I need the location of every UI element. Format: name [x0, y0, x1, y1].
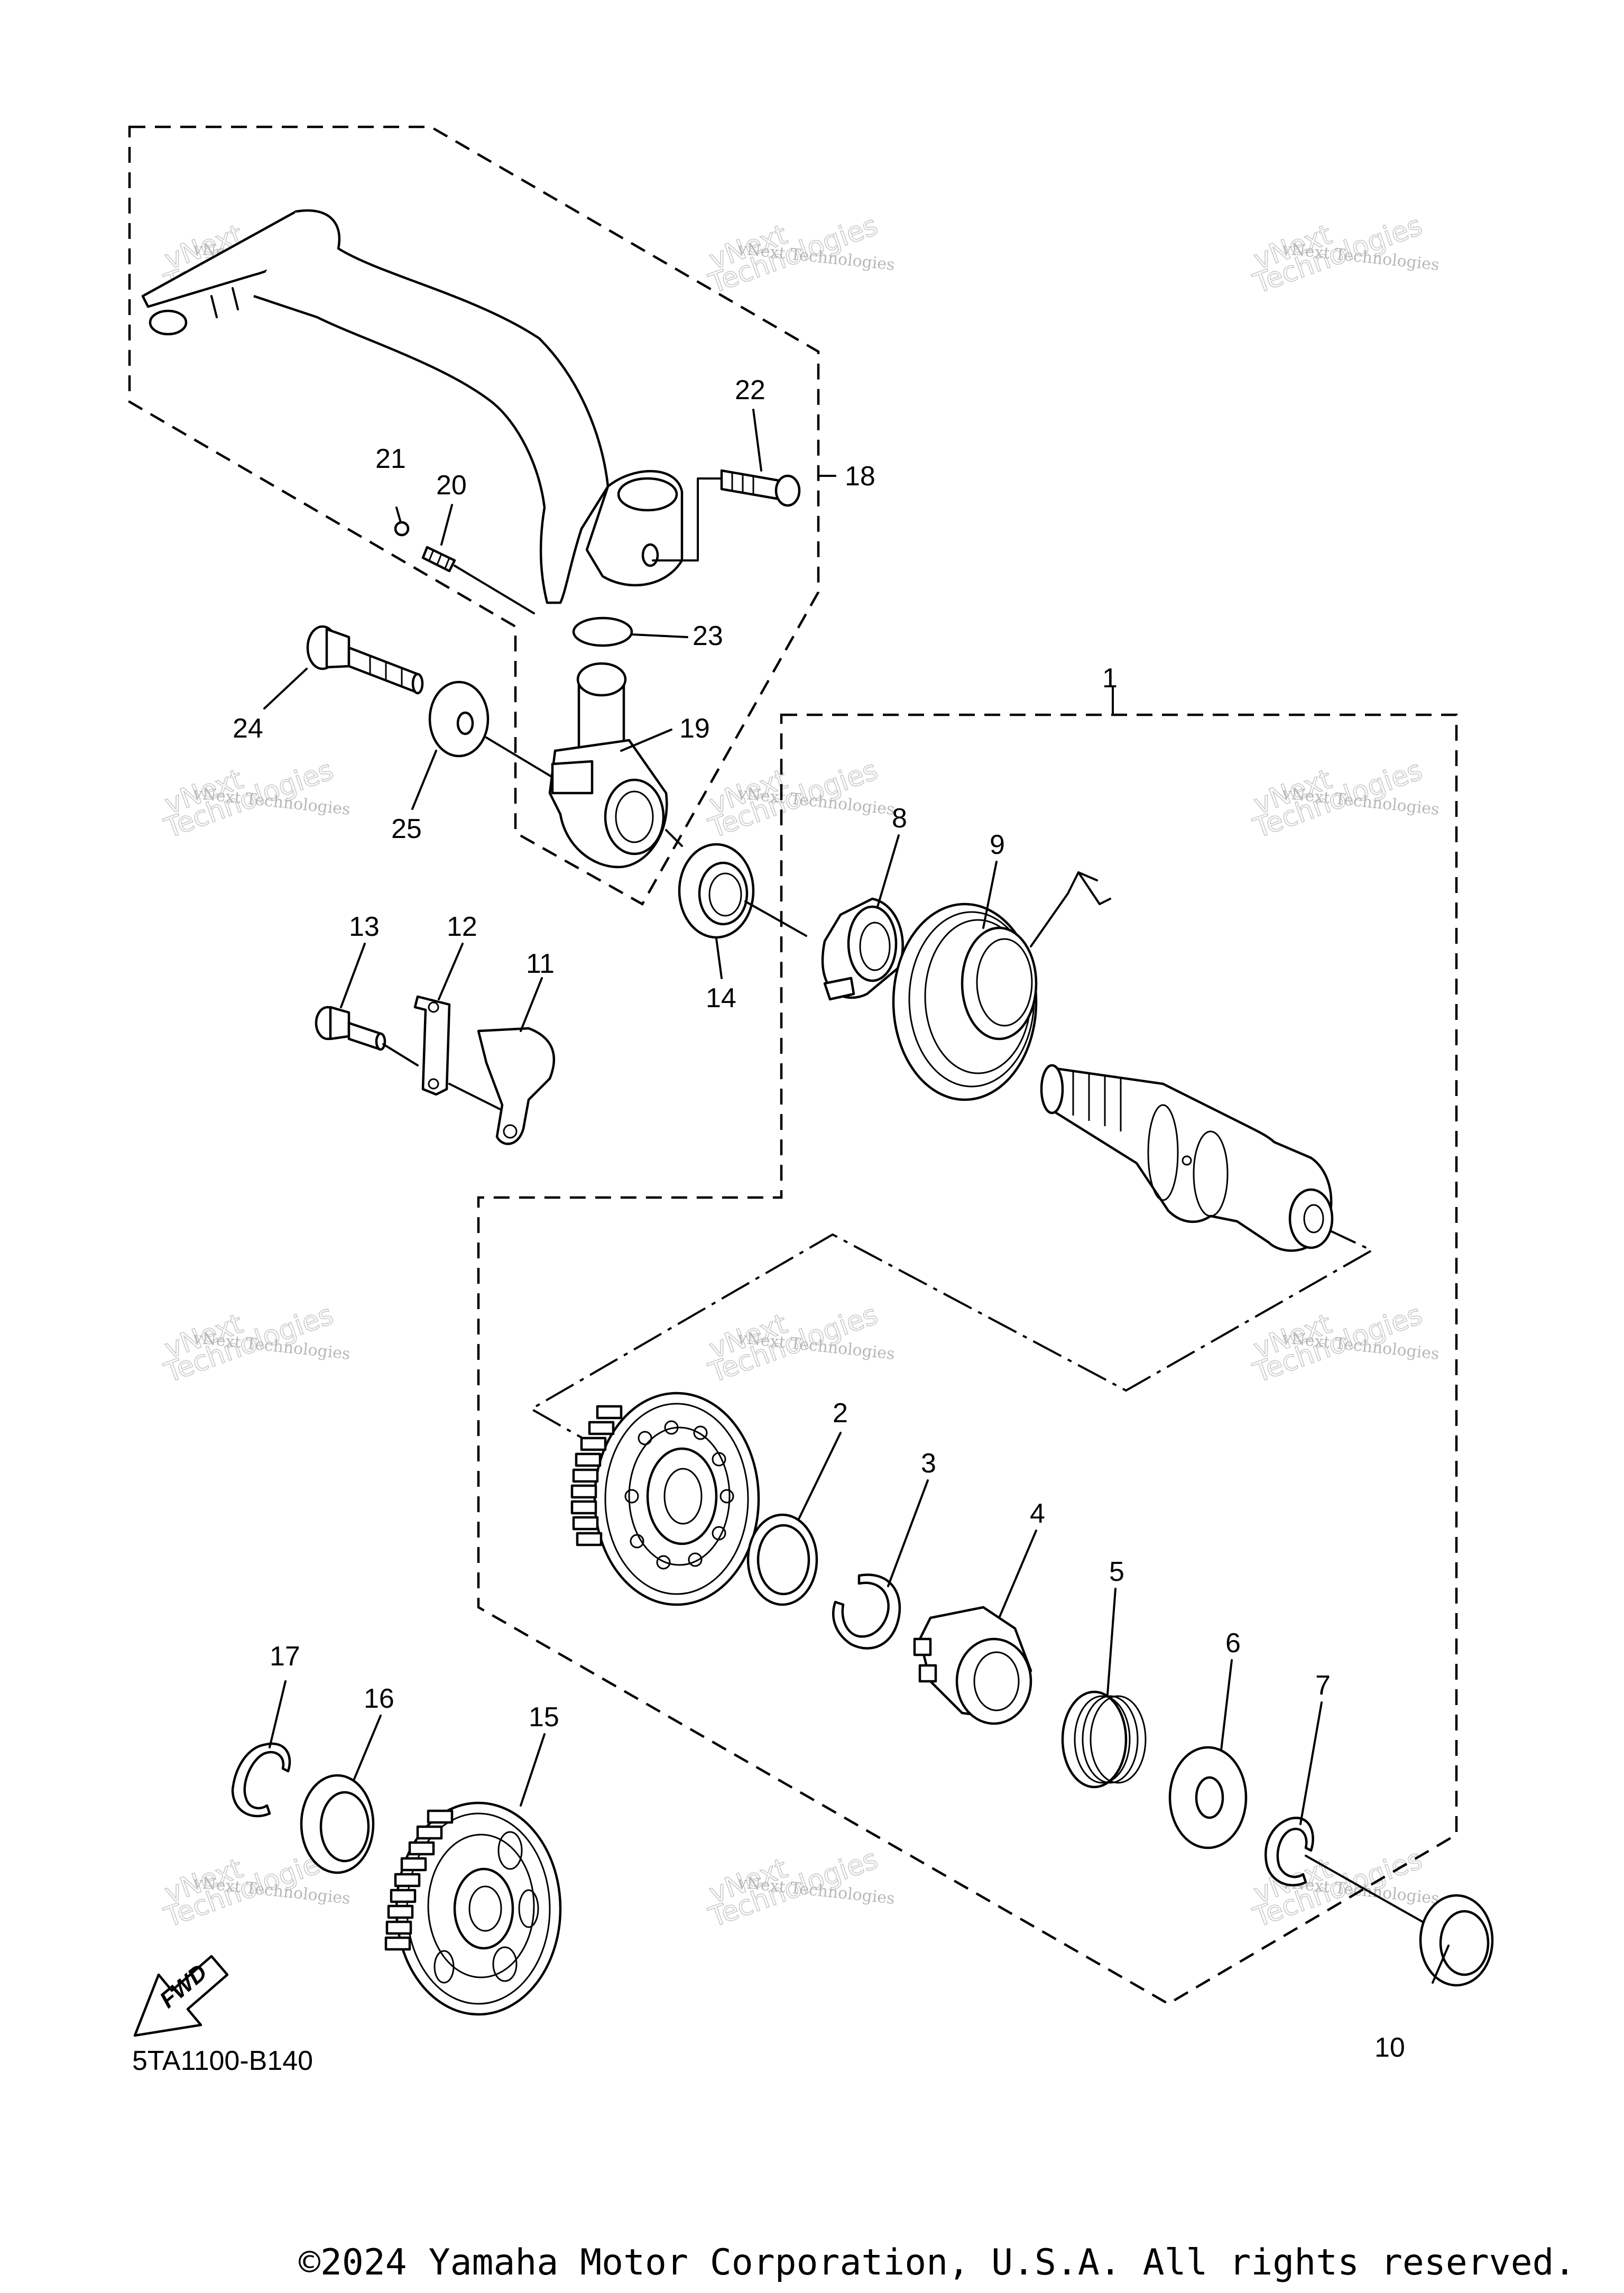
part-code-label: 5TA1100-B140 — [132, 2046, 313, 2076]
stopper-plate-12 — [413, 995, 451, 1096]
washer-10 — [1419, 1894, 1494, 1987]
callout-7: 7 — [1315, 1670, 1331, 1701]
callout-14: 14 — [706, 983, 736, 1014]
bolt-24 — [306, 625, 424, 695]
ratchet-spring-5 — [1061, 1690, 1147, 1789]
callout-20: 20 — [436, 470, 467, 501]
axis-14-8 — [744, 900, 807, 937]
spring-20 — [421, 546, 456, 573]
kick-crank-lever — [141, 209, 684, 604]
leader-20-line — [454, 565, 535, 614]
idle-gear-teeth — [384, 1809, 454, 1951]
callout-21: 21 — [375, 444, 406, 474]
kick-boss-19 — [548, 662, 668, 869]
callout-3: 3 — [921, 1448, 936, 1479]
callout-23: 23 — [693, 621, 723, 651]
pin-22 — [720, 469, 801, 507]
callout-17: 17 — [270, 1641, 300, 1672]
circlip-7 — [1264, 1817, 1314, 1886]
leader-22-pin-line — [652, 477, 723, 561]
kick-lever-assembly-boundary — [128, 125, 820, 906]
callout-16: 16 — [364, 1683, 394, 1714]
callout-15: 15 — [529, 1702, 559, 1733]
ball-21 — [394, 521, 410, 537]
kick-axle — [1040, 1064, 1334, 1252]
circlip-3 — [832, 1573, 901, 1650]
washer-16 — [300, 1774, 375, 1874]
leader-25-axis — [485, 736, 553, 778]
alignment-line — [529, 1228, 1374, 1476]
callout-numbers: 1 2 3 4 5 6 7 8 9 10 11 12 13 14 15 16 1… — [233, 375, 1405, 2063]
callout-2: 2 — [833, 1398, 848, 1429]
kick-clip-11 — [477, 1027, 556, 1145]
callout-12: 12 — [447, 911, 477, 942]
callout-1: 1 — [1102, 663, 1118, 694]
callout-13: 13 — [349, 911, 380, 942]
callout-8: 8 — [892, 803, 907, 834]
callout-24: 24 — [233, 713, 263, 744]
kick-gear — [570, 1392, 760, 1606]
washer-25 — [428, 680, 490, 758]
spring-guide-8 — [821, 897, 904, 1001]
callout-5: 5 — [1109, 1557, 1124, 1587]
kick-gear-teeth — [570, 1405, 623, 1546]
callout-11: 11 — [526, 948, 555, 979]
watermark-row-3: vNext Technologies vNext Technologies vN… — [160, 1299, 1440, 1390]
callout-leaders — [263, 409, 1450, 1984]
bolt-13 — [315, 1006, 386, 1051]
idle-gear-15 — [384, 1801, 562, 2016]
callout-10: 10 — [1374, 2032, 1405, 2063]
callout-25: 25 — [391, 814, 422, 844]
circlip-17 — [231, 1742, 291, 1818]
axis-13-12 — [382, 1043, 419, 1066]
callout-4: 4 — [1030, 1498, 1045, 1529]
callout-22: 22 — [735, 375, 765, 406]
watermark-row-2: vNext Technologies vNext Technologies vN… — [160, 754, 1440, 845]
callout-9: 9 — [990, 830, 1005, 860]
callout-18: 18 — [845, 461, 875, 492]
o-ring-23 — [572, 616, 633, 647]
washer-2 — [746, 1513, 818, 1606]
kick-axle-assembly-boundary — [477, 713, 1458, 2005]
axis-7-10 — [1305, 1855, 1428, 1926]
oil-seal-14 — [678, 843, 755, 939]
plate-hole — [428, 1001, 439, 1013]
callout-19: 19 — [679, 713, 710, 744]
copyright-notice: ©2024 Yamaha Motor Corporation, U.S.A. A… — [299, 2242, 1575, 2283]
axis-19-14 — [665, 829, 683, 847]
washer-6 — [1168, 1746, 1248, 1849]
clip-hole — [503, 1124, 518, 1139]
callout-6: 6 — [1225, 1628, 1241, 1659]
plate-hole — [428, 1078, 439, 1090]
ratchet-4 — [913, 1606, 1032, 1725]
axis-12-11 — [448, 1083, 503, 1111]
torsion-spring-9 — [892, 871, 1111, 1101]
forward-arrow-icon: FWD — [133, 1955, 229, 2037]
